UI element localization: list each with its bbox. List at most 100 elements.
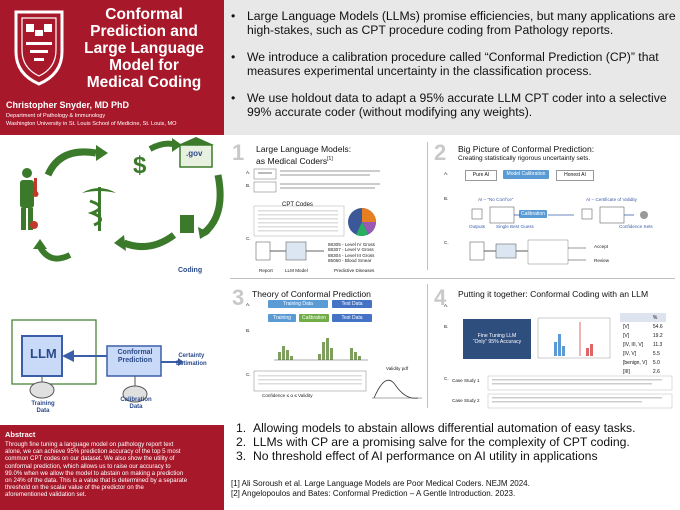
references: [1] Ali Soroush et al. Large Language Mo… (231, 479, 676, 499)
finetune-line: “Only” 95% Accuracy (472, 339, 522, 345)
gov-label: .gov (186, 149, 203, 158)
cpt-code: 85060 - Blood Smear (328, 258, 372, 264)
panel4-case-study-text (487, 375, 673, 409)
table-cell: 11.3 (652, 341, 663, 348)
table-row: [V]54.6 (620, 322, 666, 331)
calibration-box: Calibration (519, 210, 547, 218)
bullet-line: We introduce a calibration procedure cal… (247, 50, 659, 64)
predictive-label: Predictive Diseases (334, 268, 375, 273)
table-cell: [benign, V] (623, 359, 647, 366)
table-cell: 54.6 (652, 323, 663, 330)
honest-ai-box: Honest AI (556, 170, 594, 181)
panel-title-line: as Medical Coders (256, 155, 328, 166)
ai-no-confidence-label: AI – “No Conf’ce” (478, 197, 514, 202)
abstract-line: conformal prediction, which allows us to… (5, 462, 171, 470)
panel-number: 3 (232, 285, 245, 310)
flow-text: Data (129, 404, 143, 410)
panel2-calibration-figure (471, 206, 648, 224)
bullet-line: Large Language Models (LLMs) promise eff… (247, 9, 676, 23)
cpt-codes-heading: CPT Codes (282, 202, 313, 208)
abstract-band (0, 425, 224, 510)
abstract-line: threshold on the scalar value of the pre… (5, 484, 144, 492)
model-calibration-box: Model Calibration (503, 170, 549, 179)
panel-divider (427, 142, 428, 270)
calibration-data-label: Calibration Data (114, 397, 158, 411)
panel2-title: Big Picture of Conformal Prediction: (458, 144, 595, 154)
bullet-dot: • (231, 9, 236, 23)
poster-title: Conformal Prediction and Large Language … (64, 6, 224, 91)
flow-text: Training (31, 401, 55, 407)
bullet-dot: • (231, 91, 236, 105)
panel1-title: Large Language Models: as Medical Coders… (256, 144, 351, 166)
conclusion-text: LLMs with CP are a promising salve for t… (252, 435, 630, 449)
table-row: [IV, III, V]11.3 (620, 340, 666, 349)
reference-item: [1] Ali Soroush et al. Large Language Mo… (231, 479, 530, 488)
reference-marker: [1] (327, 156, 333, 162)
author-institution: Washington University in St. Louis Schoo… (6, 121, 177, 127)
conclusion-item: 3. No threshold effect of AI performance… (236, 449, 676, 463)
coding-label: Coding (178, 267, 203, 274)
intro-bullet: • We introduce a calibration procedure c… (231, 50, 676, 78)
row-label-c: C. (246, 236, 251, 241)
single-best-guess-label: Single Best Guess (496, 224, 534, 229)
abstract-line: alone, we can achieve 95% prediction acc… (5, 448, 181, 456)
table-row: [benign, V]5.0 (620, 358, 666, 367)
table-cell: 5.5 (652, 350, 660, 357)
row-label-c: C. (444, 240, 449, 245)
confidence-sets-label: Confidence Sets (619, 224, 653, 229)
flow-text: Conformal (117, 349, 153, 356)
conclusions-list: 1. Allowing models to abstain allows dif… (236, 421, 676, 463)
title-line: Conformal (105, 6, 183, 23)
panel-divider (427, 284, 428, 408)
cpt-code: 88307 - Level V Gross (328, 247, 374, 253)
abstract-line: Through fine tuning a language model on … (5, 441, 174, 448)
finetune-image (463, 319, 531, 359)
ai-certificate-label: AI – Certificate of Validity (586, 197, 637, 202)
row-label-a: A. (444, 171, 449, 176)
table-row: [V]19.2 (620, 331, 666, 340)
conclusion-item: 2. LLMs with CP are a promising salve fo… (236, 435, 676, 449)
title-line: Prediction and (90, 23, 198, 40)
table-cell: [III] (623, 368, 630, 375)
cpt-code: 88305 - Level IV Gross (328, 242, 375, 247)
table-row: [III]2.6 (620, 367, 666, 376)
conclusion-item: 1. Allowing models to abstain allows dif… (236, 421, 676, 435)
abstract-body: Through fine tuning a language model on … (5, 441, 221, 499)
bullet-line: We use holdout data to adapt a 95% accur… (247, 91, 667, 105)
abstract-line: aforementioned validation set. (5, 491, 87, 499)
table-header-cell (620, 313, 650, 322)
cpt-code-list: 88305 - Level IV Gross 88307 - Level V G… (328, 242, 375, 264)
row-label-b: B. (246, 183, 251, 188)
bullet-dot: • (231, 50, 236, 64)
outputs-label: Outputs (469, 224, 486, 229)
title-line: Large Language (84, 40, 204, 57)
training-data-bar: Training Data (268, 300, 328, 308)
coding-cycle-figure: $ (20, 137, 224, 262)
conclusion-number: 2. (236, 435, 253, 449)
conformal-prediction-box: Conformal Prediction (110, 349, 160, 365)
author-dept: Department of Pathology & Immunology (6, 113, 106, 119)
panel4-title: Putting it together: Conformal Coding wi… (458, 289, 649, 299)
author-name: Christopher Snyder, MD PhD (6, 100, 130, 110)
table-header-cell: % (652, 314, 658, 321)
flow-text: Estimation (176, 361, 207, 367)
calibration-data-bar: Calibration Data (299, 314, 329, 329)
conclusion-text: Allowing models to abstain allows differ… (252, 421, 636, 435)
case-study-1: Case Study 1 (452, 378, 480, 383)
table-cell: 19.2 (652, 332, 663, 339)
reference-item: [2] Angelopoulos and Bates: Conformal Pr… (231, 489, 516, 498)
test-data-bar: Test Data (332, 300, 372, 308)
finetune-line: Fine Tuning LLM (477, 333, 517, 339)
abstract-line: on 24% of the data. This is a value that… (5, 477, 188, 485)
pure-ai-box: Pure AI (465, 170, 497, 181)
panel2-accept-review-figure (469, 239, 586, 265)
row-label-b: B. (444, 324, 449, 329)
panel3-histograms (274, 338, 368, 361)
table-row: [IV, V]5.5 (620, 349, 666, 358)
row-label-c: C. (246, 372, 251, 377)
llm-box-label: LLM (30, 346, 57, 361)
abstract-heading: Abstract (5, 430, 36, 439)
row-label-c: C. (444, 376, 449, 381)
row-label-b: B. (444, 196, 449, 201)
validity-pdf-label: Validity pdf (386, 366, 409, 371)
